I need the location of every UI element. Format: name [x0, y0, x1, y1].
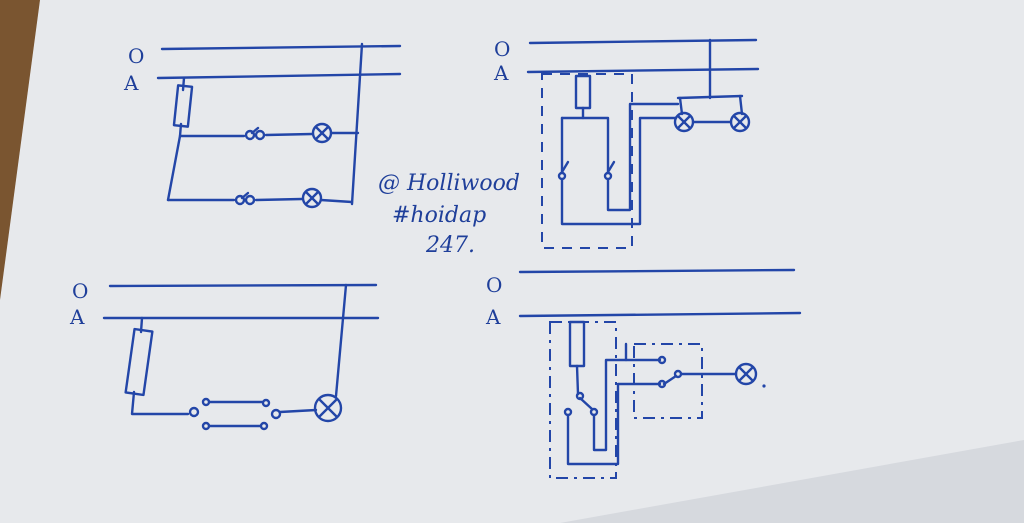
phase-wire	[518, 311, 802, 318]
switch-contact	[254, 129, 266, 141]
phase-label: A	[485, 305, 501, 329]
lamp-cross	[314, 125, 330, 141]
switch-contact	[261, 398, 271, 408]
neutral-bus	[676, 94, 744, 100]
switch-symbol	[244, 129, 256, 141]
switch-contact	[270, 408, 282, 420]
lamp-symbol	[313, 393, 343, 423]
switch-contact	[244, 194, 256, 206]
switch-symbol	[234, 194, 246, 206]
lamp-symbol	[734, 362, 758, 386]
lamp-wire	[560, 116, 678, 226]
phase-label: A	[69, 305, 85, 329]
branch-wire	[254, 197, 304, 202]
switch-blade	[250, 126, 260, 135]
branch-wire	[319, 198, 354, 204]
switch-blade	[240, 191, 250, 200]
switch-box-outline	[633, 343, 703, 419]
lamp-cross	[732, 114, 748, 130]
lamp-symbol	[301, 187, 323, 209]
supply-wire	[130, 390, 190, 416]
return-wire	[350, 42, 364, 206]
watermark-line-2: #hoidap	[392, 203, 486, 228]
switch-blade	[662, 374, 678, 386]
diagram-top-right: O A	[493, 37, 760, 249]
lamp-wire	[278, 408, 318, 414]
phase-label: A	[123, 71, 139, 95]
branch-wire	[264, 132, 314, 137]
traveler-wire	[566, 382, 662, 466]
switch-blade	[606, 160, 616, 174]
watermark-line-1: @ Holliwood	[378, 171, 520, 196]
lamp-cross	[304, 190, 320, 206]
lamp-lead	[678, 96, 684, 116]
neutral-wire	[518, 268, 796, 274]
phase-wire	[526, 67, 760, 74]
paper-shadow	[560, 440, 1024, 523]
diagram-top-left: O A	[123, 42, 402, 209]
neutral-label: O	[486, 273, 502, 297]
switch-blade	[560, 160, 570, 174]
switch-contact	[188, 406, 200, 418]
neutral-wire	[108, 283, 378, 288]
lamp-wire	[606, 102, 680, 212]
lamp-cross	[318, 398, 338, 418]
watermark-line-3: 247.	[425, 233, 475, 258]
lamp-cross	[676, 114, 692, 130]
diagram-bottom-right: O A	[485, 268, 802, 479]
phase-label: A	[493, 61, 509, 85]
ink-dot	[762, 384, 766, 388]
neutral-label: O	[494, 37, 510, 61]
switchboard-outline	[541, 73, 633, 249]
lamp-lead	[738, 94, 744, 116]
switch-contact	[259, 421, 269, 431]
diagram-bottom-left: O A	[69, 279, 380, 431]
return-wire	[334, 283, 348, 398]
lamp-cross	[737, 365, 755, 383]
fuse-lead	[139, 316, 144, 334]
traveler-wire	[592, 358, 662, 452]
fuse-lead	[575, 364, 580, 396]
watermark-note: @ Holliwood #hoidap 247.	[378, 171, 520, 258]
neutral-wire	[528, 38, 758, 45]
neutral-label: O	[128, 44, 144, 68]
neutral-label: O	[72, 279, 88, 303]
fuse-lead	[181, 76, 186, 92]
switch-blade	[578, 396, 594, 411]
switch-contact	[657, 355, 667, 365]
neutral-wire	[160, 44, 402, 51]
supply-wire	[560, 116, 610, 174]
